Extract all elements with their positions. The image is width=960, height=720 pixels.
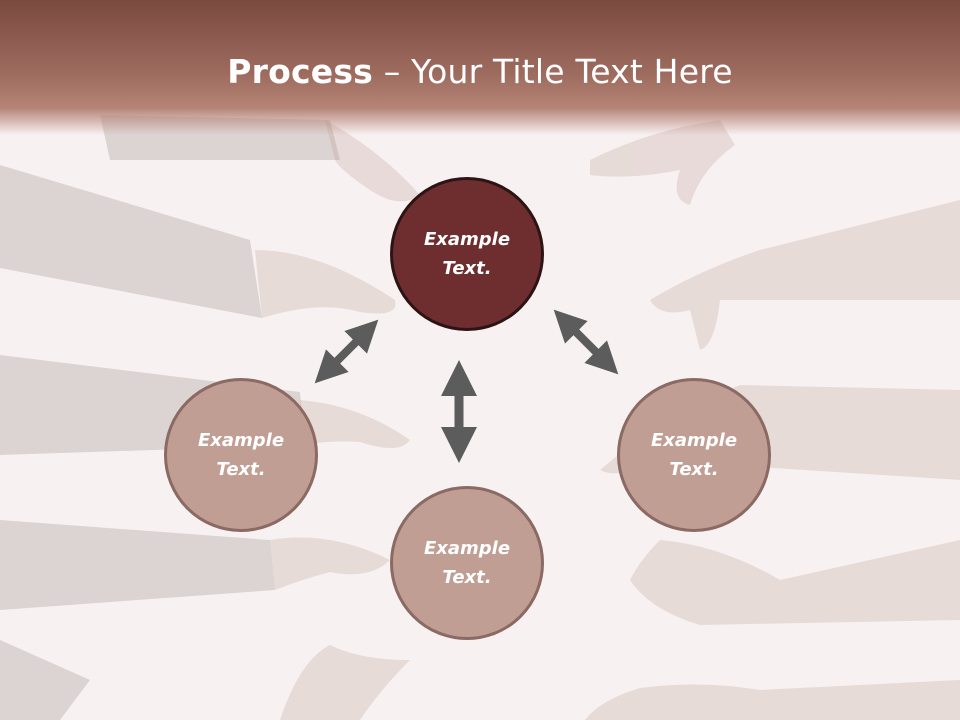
page-title: Process – Your Title Text Here [0,52,960,91]
center-node: Example Text. [390,177,544,331]
bottom-node: Example Text. [390,486,544,640]
center-node-label: Example Text. [423,229,511,279]
arrow-center-left [314,319,379,384]
title-bold: Process [227,52,374,91]
title-banner [0,0,960,135]
title-rest: – Your Title Text Here [373,52,733,91]
bottom-node-label: Example Text. [423,538,511,588]
left-node-label: Example Text. [197,430,285,480]
arrow-center-right [553,309,619,375]
left-node: Example Text. [164,378,318,532]
right-node: Example Text. [617,378,771,532]
right-node-label: Example Text. [650,430,738,480]
